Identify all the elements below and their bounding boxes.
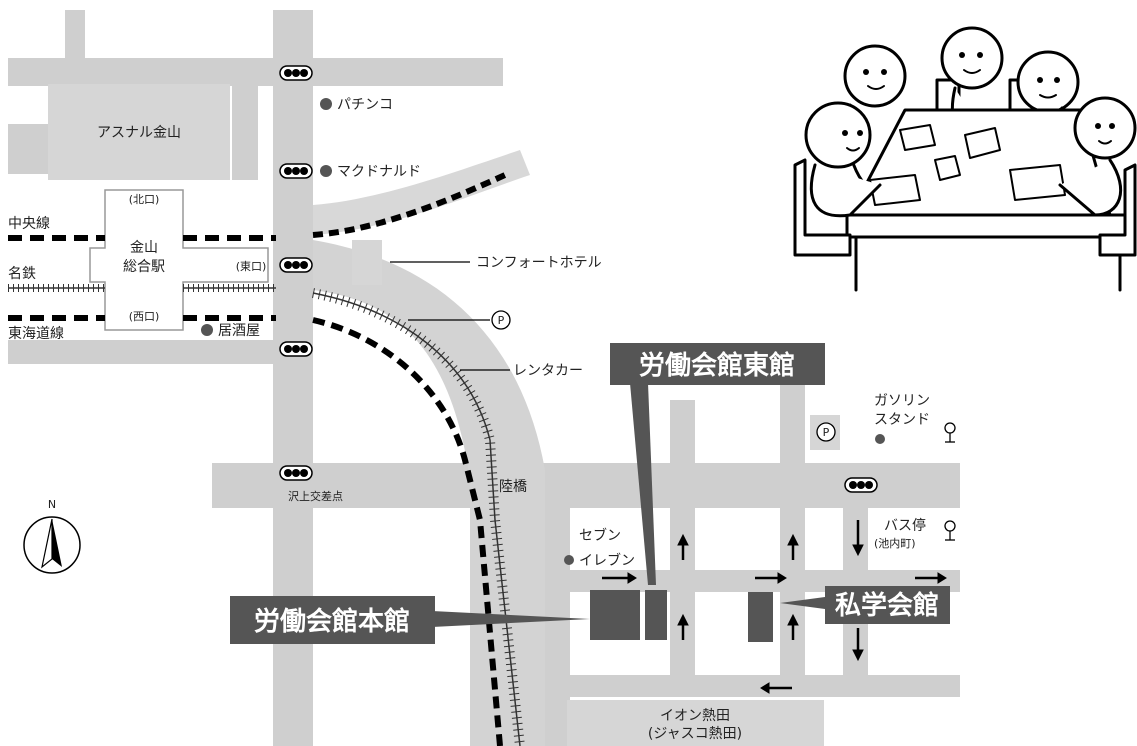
signal-icon: [279, 341, 313, 357]
parking-icon: [816, 422, 836, 442]
honkan-building: [590, 590, 640, 640]
seven-eleven-label-1: セブン: [579, 527, 621, 544]
rentacar-label: レンタカー: [513, 363, 583, 379]
west-exit-label: (西口): [129, 310, 160, 323]
poi-labels: パチンコ マクドナルド コンフォートホテル P レンタカー 居酒屋 P ガソリン…: [201, 97, 956, 569]
station-name-2: 総合駅: [123, 259, 165, 275]
tokaido-line-label: 東海道線: [8, 326, 64, 342]
east-exit-label: (東口): [236, 260, 267, 273]
signal-icon: [279, 257, 313, 273]
honkan-pointer: [432, 611, 590, 627]
gas-station-icon: [944, 422, 956, 443]
bus-stop-label-1: バス停: [884, 517, 926, 534]
honkan-callout-box: [230, 596, 435, 644]
pachinko-label: パチンコ: [337, 97, 393, 113]
meitetsu-line-label: 名鉄: [8, 266, 36, 282]
parking-label: P: [498, 314, 505, 327]
arrow-down-icon: [852, 520, 864, 557]
venue-callouts: 労働会館東館 労働会館本館 私学会館: [230, 343, 950, 644]
higashikan-callout-label: 労働会館東館: [639, 350, 795, 381]
gas-station-label-2: スタンド: [874, 412, 930, 428]
higashikan-pointer: [630, 383, 656, 585]
shigaku-pointer: [780, 597, 825, 609]
gas-station-label-1: ガソリン: [874, 393, 930, 409]
parking-icon: [491, 310, 511, 330]
izakaya-label: 居酒屋: [218, 323, 260, 339]
shigaku-building: [748, 592, 773, 642]
arrow-up-icon: [677, 533, 689, 560]
poi-dot: [320, 165, 332, 177]
poi-dot: [564, 555, 574, 565]
comfort-hotel-label: コンフォートホテル: [476, 255, 602, 271]
chuo-line-label: 中央線: [8, 216, 50, 232]
aeon-label-2: (ジャスコ熱田): [648, 726, 742, 742]
poi-dot: [201, 324, 213, 336]
asunal-building: [48, 84, 230, 180]
shigaku-callout-label: 私学会館: [835, 590, 939, 621]
rikkyo-label: 陸橋: [499, 479, 527, 495]
arrow-up-icon: [787, 533, 799, 560]
arrow-down-icon: [852, 628, 864, 662]
signal-icon: [279, 65, 313, 81]
one-way-arrows: [602, 520, 947, 694]
higashikan-callout-box: [610, 343, 825, 385]
seven-eleven-label-2: イレブン: [579, 552, 635, 569]
comfort-hotel-building: [352, 240, 382, 285]
signal-icon: [844, 477, 878, 493]
poi-dot: [320, 98, 332, 110]
rail-lines: [8, 172, 525, 746]
arrow-right-icon: [915, 572, 947, 584]
signal-icon: [279, 465, 313, 481]
rail-line-labels: 中央線 名鉄 東海道線: [8, 216, 64, 342]
compass-north-label: N: [48, 498, 56, 511]
north-exit-label: (北口): [129, 193, 160, 206]
meeting-illustration: [793, 26, 1137, 292]
asunal-label: アスナル金山: [97, 125, 181, 141]
kanayama-station-outline: [89, 189, 269, 331]
traffic-signals: [279, 65, 878, 493]
mcdonalds-label: マクドナルド: [337, 164, 421, 180]
signal-icon: [279, 163, 313, 179]
venue-buildings: [590, 590, 773, 642]
arrow-left-icon: [760, 682, 792, 694]
compass-icon: N: [23, 498, 81, 574]
arrow-up-icon: [787, 613, 799, 640]
arrow-up-icon: [677, 613, 689, 640]
shigaku-callout-box: [825, 586, 950, 624]
bus-stop-icon: [944, 520, 956, 541]
sawakami-intersection-label: 沢上交差点: [288, 489, 343, 503]
arrow-right-icon: [755, 572, 787, 584]
aeon-building: [567, 700, 824, 746]
aeon-label-1: イオン熱田: [660, 708, 730, 724]
bus-stop-label-2: (池内町): [874, 536, 916, 550]
arrow-right-icon: [602, 572, 637, 584]
higashikan-building: [645, 590, 667, 640]
station-name-1: 金山: [130, 240, 158, 256]
parking-label-2: P: [823, 426, 830, 439]
roads: [8, 10, 960, 746]
poi-dot: [875, 434, 885, 444]
honkan-callout-label: 労働会館本館: [254, 606, 410, 637]
